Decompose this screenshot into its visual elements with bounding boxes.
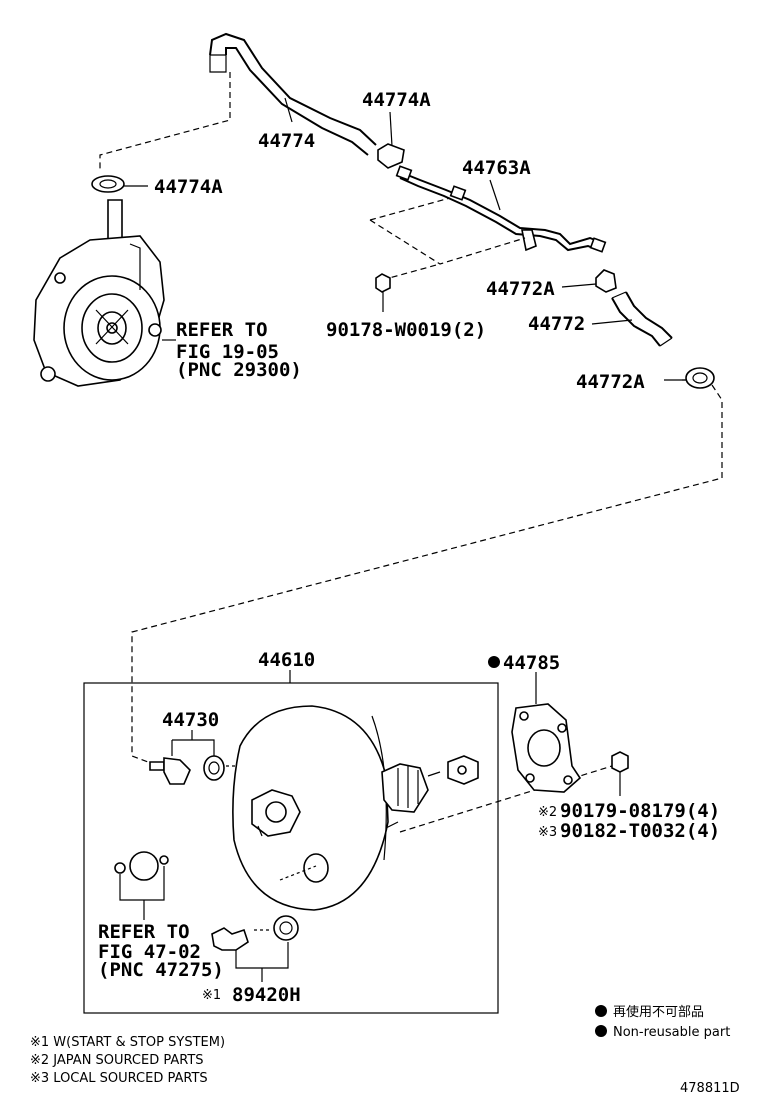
legend-en: Non-reusable part xyxy=(613,1025,730,1040)
hose-44772[interactable] xyxy=(611,291,673,347)
clevis[interactable] xyxy=(447,755,479,785)
hose-44774[interactable] xyxy=(209,32,377,156)
label-hose-44772: 44772 xyxy=(528,313,585,335)
nut-90179-90182[interactable] xyxy=(611,751,629,796)
label-refer-brake-3: (PNC 47275) xyxy=(98,959,224,981)
label-nut-90178: 90178-W0019(2) xyxy=(326,319,486,341)
non-reusable-mark xyxy=(488,656,500,668)
label-clamp-44774a-left: 44774A xyxy=(154,176,223,198)
label-refer-pump-2: FIG 19-05 xyxy=(176,341,279,363)
legend-dot-en xyxy=(595,1025,607,1037)
label-nut3-mark: ※3 xyxy=(538,825,557,840)
label-hose-44774: 44774 xyxy=(258,130,315,152)
clamp-44774a-upper[interactable] xyxy=(377,111,405,169)
refer-brake-parts[interactable] xyxy=(114,851,169,920)
note-1: ※1 W(START & STOP SYSTEM) xyxy=(30,1035,225,1050)
booster-frame xyxy=(83,682,499,1014)
label-check-valve-44730: 44730 xyxy=(162,709,219,731)
legend-jp: 再使用不可部品 xyxy=(613,1004,704,1020)
nut-90178-w0019[interactable] xyxy=(375,273,391,312)
clamp-44772a-mid[interactable] xyxy=(561,269,617,293)
brake-booster-44610[interactable] xyxy=(232,705,441,911)
sensor-89420h[interactable] xyxy=(211,915,299,951)
label-clamp-44774a-upper: 44774A xyxy=(362,89,431,111)
gasket-44785[interactable] xyxy=(511,703,582,793)
clamp-44772a-lower[interactable] xyxy=(682,367,715,389)
note-3: ※3 LOCAL SOURCED PARTS xyxy=(30,1071,208,1086)
clamp-44774a-left[interactable] xyxy=(91,175,148,193)
label-sensor-mark: ※1 xyxy=(202,988,221,1003)
vacuum-pump[interactable] xyxy=(33,199,165,387)
dashed-route-to-booster xyxy=(131,384,723,763)
label-sensor-89420h: 89420H xyxy=(232,984,301,1006)
label-nut2-mark: ※2 xyxy=(538,805,557,820)
legend-dot-jp xyxy=(595,1005,607,1017)
check-valve-44730[interactable] xyxy=(149,755,225,785)
label-booster-44610: 44610 xyxy=(258,649,315,671)
label-refer-pump-1: REFER TO xyxy=(176,319,268,341)
label-gasket-44785: 44785 xyxy=(503,652,560,674)
pipe-44763a[interactable] xyxy=(395,165,607,253)
label-clamp-44772a-lower: 44772A xyxy=(576,371,645,393)
note-2: ※2 JAPAN SOURCED PARTS xyxy=(30,1053,204,1068)
label-refer-brake-1: REFER TO xyxy=(98,921,190,943)
label-clamp-44772a-mid: 44772A xyxy=(486,278,555,300)
label-pipe-44763a: 44763A xyxy=(462,157,531,179)
dashed-hose-route xyxy=(99,72,231,172)
label-nut-90179: 90179-08179(4) xyxy=(560,800,720,822)
label-refer-pump-3: (PNC 29300) xyxy=(176,359,302,381)
label-refer-brake-2: FIG 47-02 xyxy=(98,941,201,963)
label-nut-90182: 90182-T0032(4) xyxy=(560,820,720,842)
dashed-bracket-outline xyxy=(369,197,526,265)
figure-id: 478811D xyxy=(680,1081,740,1096)
